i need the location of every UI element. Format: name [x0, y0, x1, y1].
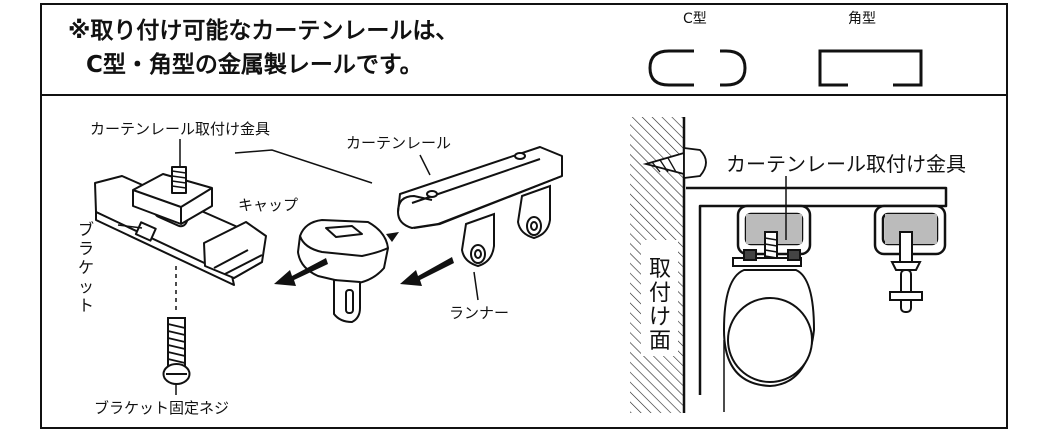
mounting-surface-label-bg [641, 240, 678, 356]
curtain-rail-drawing [397, 146, 563, 229]
wall-screw-drawing [642, 146, 707, 180]
left-fitting-label: カーテンレール取付け金具 [90, 120, 271, 138]
section-divider [40, 94, 1008, 96]
right-runner-drawing [722, 214, 937, 412]
bracket-screw-drawing [162, 266, 191, 385]
curtain-rail-label: カーテンレール [346, 134, 452, 152]
note-line-1: ※取り付け可能なカーテンレールは、 [68, 18, 459, 44]
runner-drawing [460, 184, 551, 268]
c-type-rail-profile [648, 49, 747, 87]
figure-frame [40, 3, 1008, 429]
c-type-label: C型 [683, 11, 707, 27]
bracket-fitting-drawing [132, 166, 213, 225]
bracket-screw-label: ブラケット固定ネジ [94, 399, 230, 417]
mounting-surface-label: 取付け面 [648, 257, 671, 354]
square-type-rail-profile [818, 49, 923, 87]
insert-arrows [274, 232, 454, 286]
square-type-label: 角型 [848, 11, 876, 27]
note-line-2: C型・角型の金属製レールです。 [86, 52, 423, 78]
runner-label: ランナー [449, 304, 510, 322]
cap-label: キャップ [238, 196, 299, 214]
bracket-label: ブラケット [77, 220, 94, 315]
compatibility-note: ※取り付け可能なカーテンレールは、 C型・角型の金属製レールです。 [68, 14, 458, 82]
right-fitting-label: カーテンレール取付け金具 [726, 152, 966, 176]
mounting-bracket-profile [686, 186, 948, 395]
left-leader-lines [117, 139, 479, 395]
